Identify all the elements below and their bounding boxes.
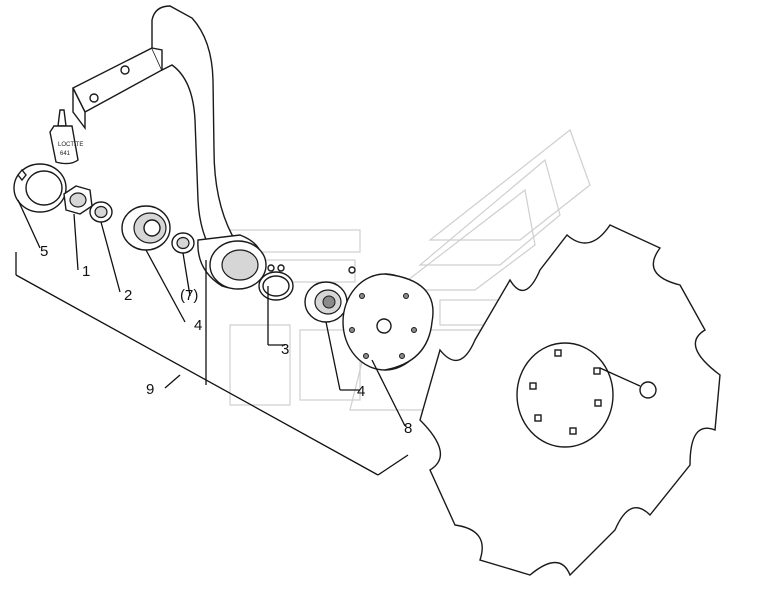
inner-bearing <box>304 281 348 323</box>
callout-3: 3 <box>281 341 289 358</box>
hub-flange <box>342 266 434 371</box>
tube-label-line2: 641 <box>60 151 71 157</box>
tube-label-line1: LOCTITE <box>58 142 83 148</box>
callout-1: 1 <box>82 263 90 280</box>
callout-5: 5 <box>40 243 48 260</box>
sealant-tube: LOCTITE 641 <box>49 109 83 165</box>
callout-7: (7) <box>180 287 198 304</box>
lock-nut <box>63 185 93 215</box>
callout-4-outer: 4 <box>194 317 202 334</box>
callout-2: 2 <box>124 287 132 304</box>
callout-labels: 5 1 2 (7) 4 3 4 8 9 <box>40 243 412 437</box>
leader-lines <box>15 199 409 476</box>
spacer-ring <box>171 232 195 254</box>
callout-4-inner: 4 <box>357 383 365 400</box>
washer <box>89 201 113 223</box>
callout-9: 9 <box>146 381 154 398</box>
outer-bearing <box>121 205 171 251</box>
notched-disc-blade <box>419 224 721 577</box>
hub-cap <box>13 163 67 213</box>
circlip <box>258 264 294 301</box>
callout-8: 8 <box>404 420 412 437</box>
hub-bore <box>209 240 267 290</box>
